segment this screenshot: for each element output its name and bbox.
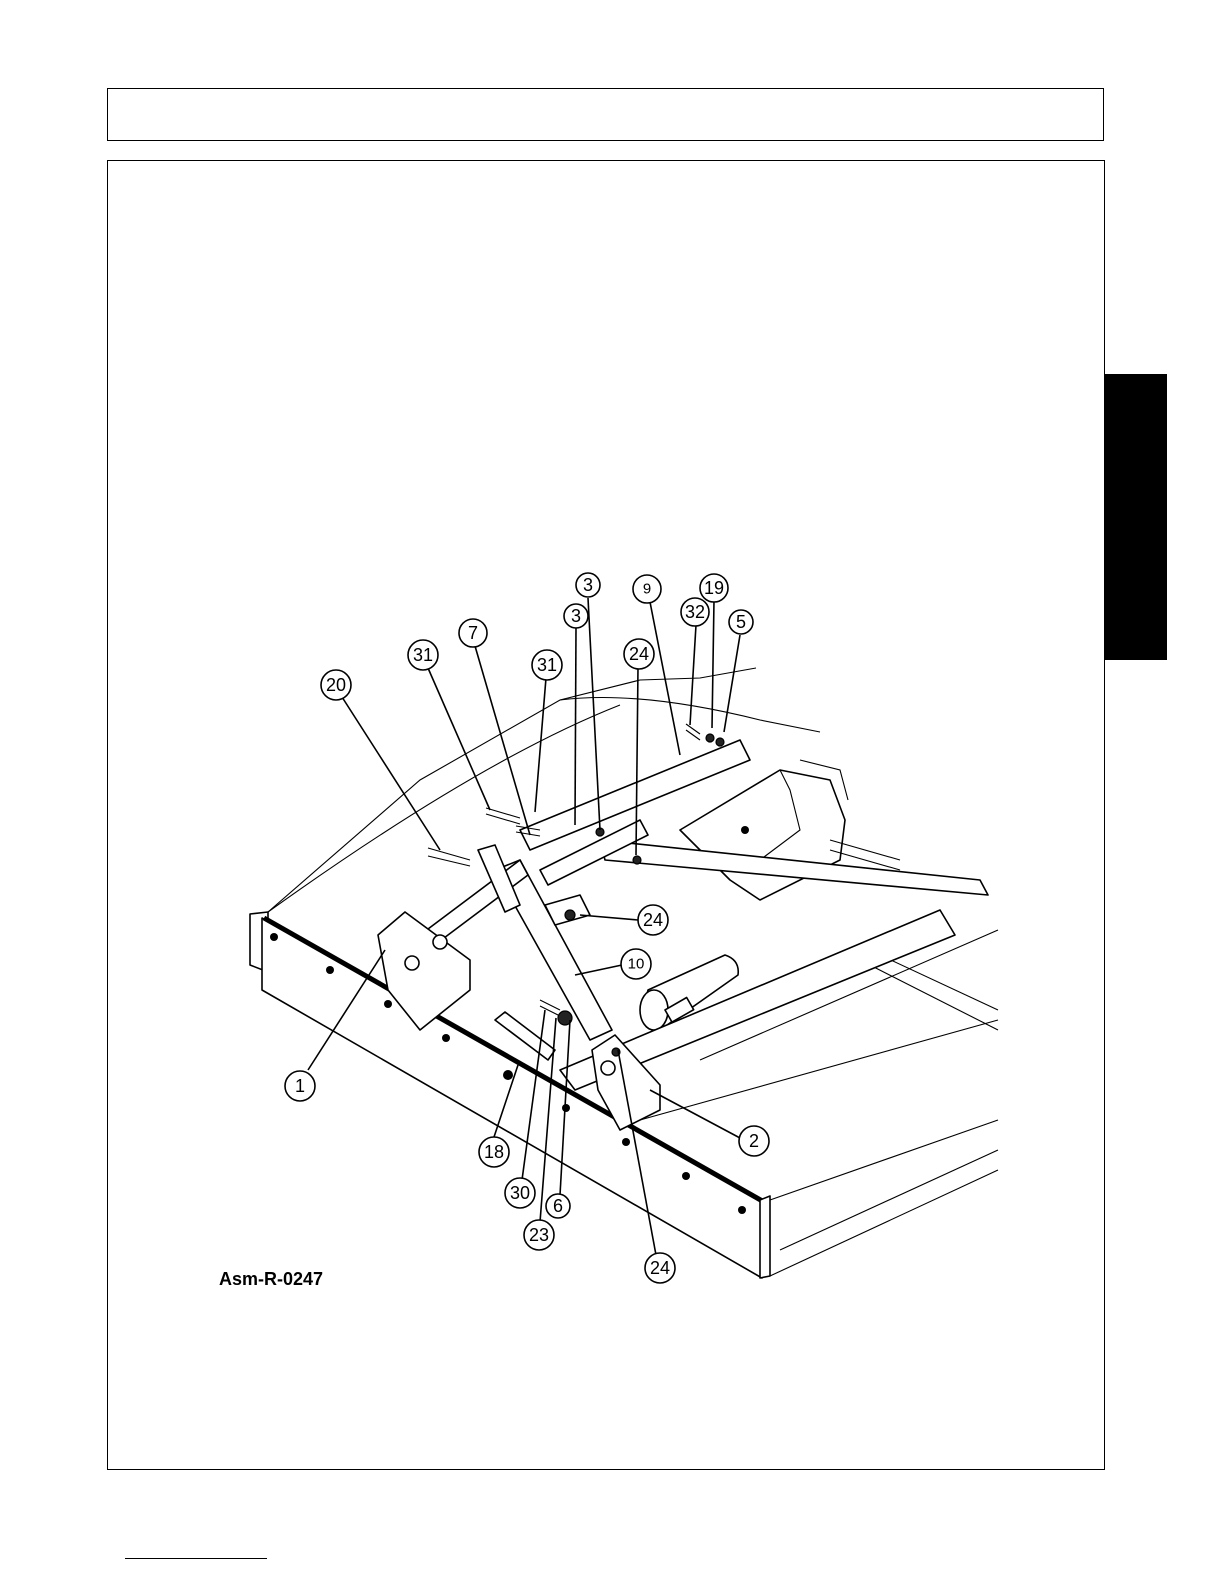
callout-label: 20 xyxy=(326,675,346,695)
callout-label: 9 xyxy=(643,581,651,598)
callout-label: 19 xyxy=(704,578,724,598)
callout-7: 7 xyxy=(459,619,487,647)
callout-label: 1 xyxy=(295,1076,305,1096)
callout-24-bottom: 24 xyxy=(645,1253,675,1283)
callout-32: 32 xyxy=(681,598,709,626)
callout-label: 6 xyxy=(553,1196,563,1216)
callout-label: 3 xyxy=(571,606,581,626)
callout-label: 2 xyxy=(749,1131,759,1151)
assembly-id-label: Asm-R-0247 xyxy=(219,1269,323,1289)
callout-3-lower: 3 xyxy=(564,604,588,628)
callout-31-left: 31 xyxy=(408,640,438,670)
callout-label: 23 xyxy=(529,1225,549,1245)
callout-label: 18 xyxy=(484,1142,504,1162)
callout-31-right: 31 xyxy=(532,650,562,680)
callout-label: 10 xyxy=(628,956,645,973)
callout-23: 23 xyxy=(524,1220,554,1250)
callout-2: 2 xyxy=(739,1126,769,1156)
callout-24-middle: 24 xyxy=(638,905,668,935)
callout-label: 5 xyxy=(736,612,746,632)
callout-10: 10 xyxy=(621,949,651,979)
callout-label: 31 xyxy=(537,655,557,675)
callout-1: 1 xyxy=(285,1071,315,1101)
callout-label: 7 xyxy=(468,623,478,643)
callout-6: 6 xyxy=(546,1194,570,1218)
callout-19: 19 xyxy=(700,574,728,602)
callout-label: 24 xyxy=(629,644,649,664)
callout-9: 9 xyxy=(633,575,661,603)
callout-24-top: 24 xyxy=(624,639,654,669)
callout-label: 24 xyxy=(650,1258,670,1278)
callout-5: 5 xyxy=(729,610,753,634)
callout-18: 18 xyxy=(479,1137,509,1167)
callout-label: 24 xyxy=(643,910,663,930)
callout-label: 30 xyxy=(510,1183,530,1203)
callout-20: 20 xyxy=(321,670,351,700)
callout-label: 32 xyxy=(685,602,705,622)
callout-label: 3 xyxy=(583,575,593,595)
callout-label: 31 xyxy=(413,645,433,665)
callout-30: 30 xyxy=(505,1178,535,1208)
callout-3-upper: 3 xyxy=(576,573,600,597)
